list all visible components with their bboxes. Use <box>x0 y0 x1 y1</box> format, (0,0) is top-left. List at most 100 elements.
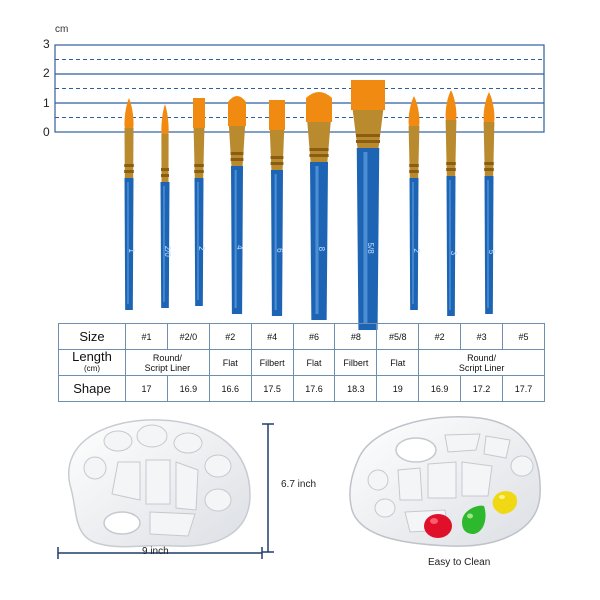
table-row-size: Size #1 #2/0 #2 #4 #6 #8 #5/8 #2 #3 #5 <box>58 323 545 350</box>
brush-handle <box>271 170 283 316</box>
ruler-tick-2: 2 <box>43 66 50 80</box>
brush-5: 6 <box>269 100 285 316</box>
shape-line-2: Script Liner <box>458 362 505 373</box>
brush-ferrule <box>352 110 384 148</box>
brush-handle <box>160 182 170 308</box>
brush-size-mark: 3 <box>449 251 458 256</box>
brush-ferrule <box>307 122 331 162</box>
brush-10: 5 <box>483 92 496 314</box>
ruler-grid <box>54 44 545 133</box>
brush-size-mark: 2/0 <box>163 246 172 258</box>
brush-handle <box>446 176 456 316</box>
ferrule-ring <box>161 168 169 171</box>
ferrule-ring <box>194 164 204 167</box>
ferrule-ring <box>446 168 456 171</box>
brush-ferrule <box>228 126 246 166</box>
size-cell: #5/8 <box>376 323 420 350</box>
shape-line-1: Round/ <box>152 352 182 363</box>
brush-handle <box>409 178 419 310</box>
brush-handle <box>231 166 243 314</box>
palette-width-dimension <box>57 547 263 559</box>
shape-cell: Filbert <box>334 349 378 376</box>
brush-8: 2 <box>408 96 421 310</box>
shape-line-2: Script Liner <box>144 362 191 373</box>
length-cell: 17.6 <box>292 375 336 402</box>
brush-spec-table: Size #1 #2/0 #2 #4 #6 #8 #5/8 #2 #3 #5 L… <box>58 323 545 402</box>
length-cell: 16.9 <box>418 375 462 402</box>
paint-green <box>462 505 486 534</box>
brush-bristle <box>124 98 134 128</box>
brush-2: 2/0 <box>160 104 172 308</box>
length-cell: 18.3 <box>334 375 378 402</box>
size-cell: #2/0 <box>166 323 210 350</box>
ferrule-ring <box>356 140 380 143</box>
palette-illustration <box>57 416 541 559</box>
handle-highlight <box>274 174 277 310</box>
length-cell: 17.2 <box>460 375 504 402</box>
shape-cell: Flat <box>292 349 336 376</box>
ferrule-ring <box>124 170 134 173</box>
brush-ferrule <box>269 130 285 170</box>
palette-left <box>67 419 251 548</box>
brush-handle <box>310 162 328 320</box>
handle-highlight <box>127 182 129 304</box>
brush-size-mark: 2 <box>197 246 206 251</box>
size-cell: #8 <box>334 323 378 350</box>
ferrule-ring <box>446 162 456 165</box>
shape-cell: Flat <box>376 349 420 376</box>
size-cell: #1 <box>125 323 168 350</box>
handle-highlight <box>234 170 237 308</box>
ruler-tick-1: 1 <box>43 96 50 110</box>
length-cell: 17.7 <box>502 375 545 402</box>
ferrule-ring <box>409 170 419 173</box>
easy-to-clean-caption: Easy to Clean <box>428 557 491 568</box>
row-header-length-label: Length <box>72 348 112 364</box>
row-header-length: Length (cm) <box>58 348 126 376</box>
brush-bristle <box>408 96 420 126</box>
brush-1: 1 <box>124 98 136 310</box>
brush-size-mark: 5 <box>487 250 496 255</box>
ferrule-ring <box>124 164 134 167</box>
palette-height-dimension <box>262 423 274 553</box>
palette-width-label: 9 inch <box>142 546 169 557</box>
ferrule-ring <box>230 158 244 161</box>
size-cell: #4 <box>250 323 294 350</box>
handle-highlight <box>412 182 414 304</box>
brush-9: 3 <box>445 90 458 316</box>
brush-handle <box>194 178 204 306</box>
handle-highlight <box>363 152 368 324</box>
paint-blobs <box>424 491 518 538</box>
handle-highlight <box>487 180 489 308</box>
brush-bristle <box>306 92 332 122</box>
row-header-length-unit: (cm) <box>84 363 100 373</box>
shape-cell-round-liner: Round/ Script Liner <box>418 349 545 376</box>
brush-size-mark: 4 <box>235 245 244 250</box>
row-header-shape: Shape <box>58 375 126 402</box>
shape-cell-round-liner: Round/ Script Liner <box>125 349 210 376</box>
brush-bristle <box>228 96 246 126</box>
brush-handle <box>124 178 134 310</box>
brush-size-mark: 1 <box>127 248 136 253</box>
ruler-unit-label: cm <box>55 24 69 35</box>
length-cell: 16.6 <box>208 375 252 402</box>
ruler-tick-0: 0 <box>43 125 50 139</box>
shape-cell: Filbert <box>250 349 294 376</box>
ferrule-ring <box>161 174 169 177</box>
table-row-length: Length (cm) Round/ Script Liner Flat Fil… <box>58 348 545 376</box>
brush-4: 4 <box>228 96 246 314</box>
brush-size-mark: 5/8 <box>366 243 375 255</box>
ferrule-ring <box>409 164 419 167</box>
size-cell: #2 <box>418 323 462 350</box>
brush-size-mark: 8 <box>317 247 326 252</box>
brush-6: 8 <box>306 92 332 320</box>
row-header-size: Size <box>58 323 126 350</box>
ferrule-ring <box>484 162 494 165</box>
brush-bristle <box>445 90 457 120</box>
handle-highlight <box>197 182 199 300</box>
shape-cell: Flat <box>208 349 252 376</box>
table-row-shape: Shape 17 16.9 16.6 17.5 17.6 18.3 19 16.… <box>58 375 545 402</box>
brush-size-mark: 2 <box>412 248 421 253</box>
ferrule-ring <box>270 156 284 159</box>
brush-bristle <box>351 80 385 110</box>
brush-ferrule <box>483 122 495 176</box>
